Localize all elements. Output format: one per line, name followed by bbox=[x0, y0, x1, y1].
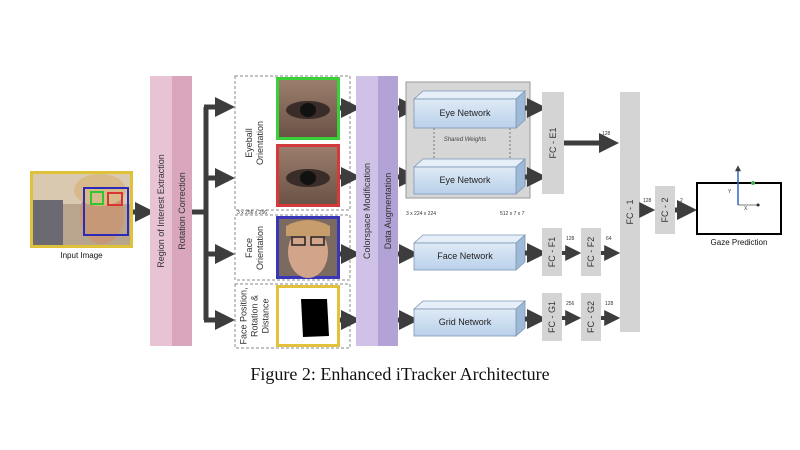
colorspace-bar-label-wrap: Colorspace Modification bbox=[356, 76, 378, 346]
rotation-bar-label-wrap: Rotation Correction bbox=[172, 76, 192, 346]
fc-f2-block bbox=[581, 228, 601, 276]
fc-f1-wrap: FC - F1 bbox=[542, 228, 562, 276]
fc-e1-block bbox=[542, 92, 564, 194]
fc-1-label: FC - 1 bbox=[625, 199, 635, 225]
face-network-label: Face Network bbox=[437, 251, 493, 261]
input-image-label: Input Image bbox=[60, 251, 103, 260]
gaze-prediction-plot bbox=[696, 165, 782, 235]
face-network bbox=[412, 234, 527, 271]
grid-label: Face Position, Rotation & Distance bbox=[238, 287, 271, 345]
roi-bar-label-wrap: Region of Interest Extraction bbox=[150, 76, 172, 346]
augmentation-bar bbox=[378, 76, 398, 346]
fc-f2-label: FC - F2 bbox=[586, 236, 596, 268]
fc-e1-wrap: FC - E1 bbox=[542, 92, 564, 194]
dim-g1-out: 256 bbox=[566, 301, 575, 307]
branch-arrows bbox=[192, 107, 209, 320]
network-output-dims: 512 x 7 x 7 bbox=[500, 211, 525, 217]
shared-weights-label: Shared Weights bbox=[443, 137, 487, 143]
dim-g2-out: 128 bbox=[605, 301, 614, 307]
fc-g1-block bbox=[542, 293, 562, 341]
rotation-bar bbox=[172, 76, 192, 346]
eye-network-2-label: Eye Network bbox=[439, 175, 491, 185]
eyeball-label-wrap: Eyeball Orientation bbox=[236, 78, 274, 208]
crop-dims-label: 3 x 256 x 256 bbox=[237, 210, 268, 216]
fc-2-label: FC - 2 bbox=[660, 197, 670, 223]
fc-2-wrap: FC - 2 bbox=[655, 186, 675, 234]
axis-y-label: Y bbox=[728, 189, 732, 195]
fc-1-block bbox=[620, 92, 640, 332]
dim-fc1-out: 128 bbox=[643, 198, 652, 204]
fc-1-wrap: FC - 1 bbox=[620, 92, 640, 332]
fc-f1-label: FC - F1 bbox=[547, 236, 557, 268]
fc-g2-block bbox=[581, 293, 601, 341]
axis-x-label: X bbox=[744, 206, 748, 212]
grid-crop bbox=[276, 285, 340, 347]
eye-network-1-label: Eye Network bbox=[439, 108, 491, 118]
grid-network bbox=[412, 300, 527, 337]
grid-label-wrap: Face Position, Rotation & Distance bbox=[236, 285, 274, 347]
face-label: Face Orientation bbox=[244, 225, 265, 271]
dim-f2-out: 64 bbox=[606, 236, 612, 242]
roi-bar-label: Region of Interest Extraction bbox=[156, 154, 166, 268]
eye-network-1 bbox=[412, 90, 527, 129]
gaze-prediction-label: Gaze Prediction bbox=[710, 238, 768, 247]
eye-crop-right bbox=[276, 144, 340, 207]
input-image bbox=[30, 171, 133, 248]
face-crop bbox=[276, 216, 340, 279]
grid-network-label: Grid Network bbox=[438, 317, 492, 327]
fc-g2-label: FC - G2 bbox=[586, 300, 596, 334]
face-label-wrap: Face Orientation bbox=[236, 216, 274, 280]
augmentation-bar-label-wrap: Data Augmentation bbox=[378, 76, 398, 346]
fc-2-block bbox=[655, 186, 675, 234]
rotation-bar-label: Rotation Correction bbox=[177, 172, 187, 250]
eye-crop-left bbox=[276, 77, 340, 140]
colorspace-bar-label: Colorspace Modification bbox=[362, 162, 372, 260]
eyeball-label: Eyeball Orientation bbox=[244, 120, 265, 166]
fc-g2-wrap: FC - G2 bbox=[581, 293, 601, 341]
eye-network-2 bbox=[412, 158, 527, 195]
dim-fc2-out: 2 bbox=[680, 198, 683, 204]
colorspace-bar bbox=[356, 76, 378, 346]
roi-bar bbox=[150, 76, 172, 346]
eyeball-crop-box bbox=[234, 75, 351, 211]
dim-e1-out: 128 bbox=[602, 131, 611, 137]
fc-g1-wrap: FC - G1 bbox=[542, 293, 562, 341]
fc-g1-label: FC - G1 bbox=[547, 300, 557, 334]
figure-caption: Figure 2: Enhanced iTracker Architecture bbox=[250, 364, 550, 384]
dim-f1-out: 128 bbox=[566, 236, 575, 242]
fc-e1-label: FC - E1 bbox=[548, 127, 558, 159]
augmentation-bar-label: Data Augmentation bbox=[383, 172, 393, 250]
fc-f2-wrap: FC - F2 bbox=[581, 228, 601, 276]
network-input-dims: 3 x 224 x 224 bbox=[406, 211, 437, 217]
fc-f1-block bbox=[542, 228, 562, 276]
